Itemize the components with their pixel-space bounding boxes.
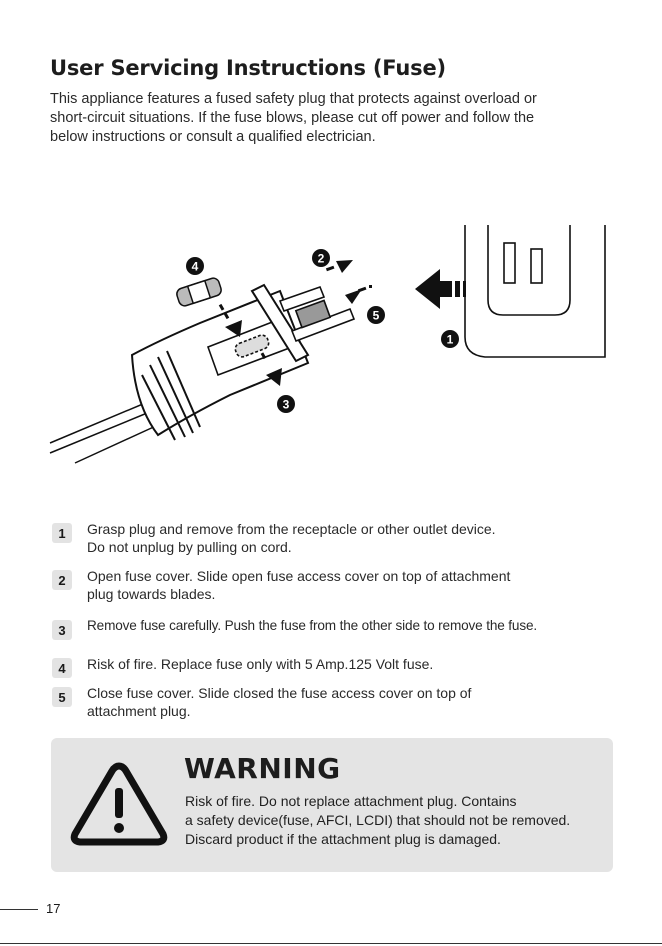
page-number: 17 — [46, 901, 61, 916]
step-3: 3 Remove fuse carefully. Push the fuse f… — [52, 617, 537, 640]
fuse-icon — [176, 277, 222, 307]
step-line: Open fuse cover. Slide open fuse access … — [87, 568, 511, 584]
callout-5: 5 — [367, 306, 385, 324]
warning-box: WARNING Risk of fire. Do not replace att… — [51, 738, 613, 872]
warning-triangle-icon — [70, 762, 168, 846]
svg-text:4: 4 — [192, 260, 199, 274]
step-text: Risk of fire. Replace fuse only with 5 A… — [87, 655, 433, 673]
cover-slide-arrow-icon — [260, 352, 282, 386]
intro-line: short-circuit situations. If the fuse bl… — [50, 110, 535, 126]
svg-text:1: 1 — [447, 333, 454, 347]
step-text: Close fuse cover. Slide closed the fuse … — [87, 684, 471, 720]
plug-blades — [278, 285, 356, 343]
intro-line: This appliance features a fused safety p… — [50, 91, 537, 107]
step-line: Close fuse cover. Slide closed the fuse … — [87, 685, 472, 701]
warning-line: Risk of fire. Do not replace attachment … — [185, 793, 517, 809]
step-5: 5 Close fuse cover. Slide closed the fus… — [52, 684, 471, 720]
step-line: Grasp plug and remove from the receptacl… — [87, 521, 496, 537]
step-number: 3 — [52, 620, 72, 640]
footer-rule — [0, 909, 38, 910]
svg-text:2: 2 — [318, 252, 325, 266]
page-title: User Servicing Instructions (Fuse) — [50, 56, 446, 80]
wall-outlet — [464, 225, 606, 358]
fuse-window — [206, 317, 294, 377]
warning-title: WARNING — [184, 752, 341, 785]
step-line: Do not unplug by pulling on cord. — [87, 539, 292, 555]
step-number: 4 — [52, 658, 72, 678]
intro-line: below instructions or consult a qualifie… — [50, 129, 376, 145]
step-text: Open fuse cover. Slide open fuse access … — [87, 567, 510, 603]
power-cord — [49, 400, 159, 464]
svg-text:5: 5 — [373, 309, 380, 323]
fuse-remove-arrow-icon — [218, 303, 242, 337]
warning-line: Discard product if the attachment plug i… — [185, 831, 501, 847]
step-number: 1 — [52, 523, 72, 543]
step-line: Risk of fire. Replace fuse only with 5 A… — [87, 656, 434, 672]
callout-2: 2 — [312, 249, 330, 267]
close-cover-arrow-icon — [345, 285, 372, 304]
callout-1: 1 — [441, 330, 459, 348]
callout-3: 3 — [277, 395, 295, 413]
step-number: 5 — [52, 687, 72, 707]
bottom-rule — [0, 943, 662, 944]
step-text: Grasp plug and remove from the receptacl… — [87, 520, 496, 556]
step-4: 4 Risk of fire. Replace fuse only with 5… — [52, 655, 433, 678]
step-line: attachment plug. — [87, 703, 191, 719]
step-1: 1 Grasp plug and remove from the recepta… — [52, 520, 496, 556]
warning-line: a safety device(fuse, AFCI, LCDI) that s… — [185, 812, 571, 828]
step-number: 2 — [52, 570, 72, 590]
step-line: Remove fuse carefully. Push the fuse fro… — [87, 618, 538, 633]
step-2: 2 Open fuse cover. Slide open fuse acces… — [52, 567, 510, 603]
step-line: plug towards blades. — [87, 586, 216, 602]
pull-arrow-icon — [415, 269, 466, 309]
svg-text:3: 3 — [283, 398, 290, 412]
step-text: Remove fuse carefully. Push the fuse fro… — [87, 617, 537, 635]
warning-text: Risk of fire. Do not replace attachment … — [185, 792, 605, 849]
intro-paragraph: This appliance features a fused safety p… — [50, 90, 620, 147]
open-cover-arrow-icon — [325, 260, 353, 273]
fuse-plug-illustration: 1 2 3 4 5 — [49, 225, 606, 464]
plug-collar — [250, 283, 310, 363]
callout-4: 4 — [186, 257, 204, 275]
